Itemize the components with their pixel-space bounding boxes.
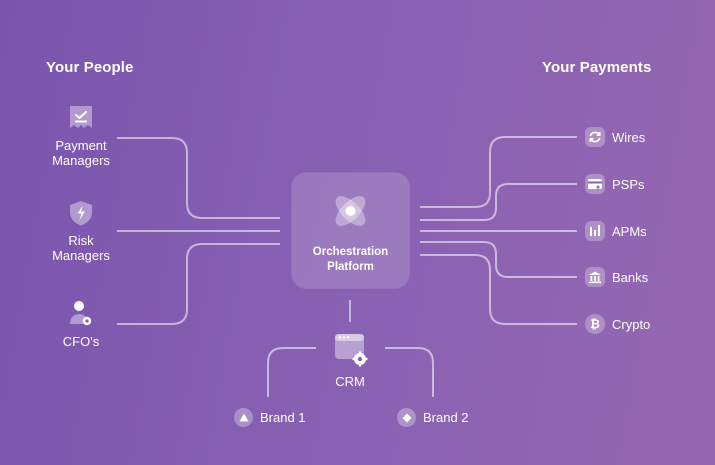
- shield-bolt-icon: [68, 199, 94, 227]
- brand-2: Brand 2: [397, 408, 469, 427]
- payment-banks: Banks: [585, 267, 648, 287]
- heading-your-payments: Your Payments: [542, 59, 652, 76]
- person-label: Payment Managers: [52, 138, 110, 168]
- bitcoin-icon: ₿: [585, 314, 605, 334]
- refresh-icon: [585, 127, 605, 147]
- person-label: Risk Managers: [52, 233, 110, 263]
- center-label: Orchestration Platform: [312, 246, 389, 273]
- card-icon: [585, 174, 605, 194]
- orchestration-platform-node: Orchestration Platform: [292, 173, 409, 288]
- brand-1: Brand 1: [234, 408, 306, 427]
- connector-crm-brand2: [385, 347, 434, 397]
- browser-gear-icon: [334, 333, 368, 372]
- connector-crypto: [420, 254, 577, 325]
- person-label: CFO's: [62, 334, 100, 349]
- bars-icon: [585, 221, 605, 241]
- payment-label: Wires: [612, 129, 646, 145]
- person-cfos: CFO's: [36, 300, 126, 349]
- payment-label: Crypto: [612, 316, 651, 332]
- payment-label: Banks: [612, 269, 649, 285]
- heading-your-people: Your People: [46, 59, 134, 76]
- bank-icon: [585, 267, 605, 287]
- brand-label: Brand 1: [260, 410, 306, 425]
- connector-cfos: [117, 243, 280, 325]
- triangle-icon: [234, 408, 253, 427]
- atom-icon: [330, 192, 371, 235]
- payment-label: PSPs: [612, 176, 645, 192]
- person-risk-managers: Risk Managers: [36, 199, 126, 263]
- receipt-check-icon: [68, 104, 94, 132]
- brand-label: Brand 2: [423, 410, 469, 425]
- connector-banks: [420, 241, 577, 278]
- payment-psps: PSPs: [585, 174, 645, 194]
- person-payment-managers: Payment Managers: [36, 104, 126, 168]
- payment-wires: Wires: [585, 127, 645, 147]
- connector-psps: [420, 183, 577, 221]
- payment-apms: APMs: [585, 221, 647, 241]
- connector-payment-managers: [117, 137, 280, 219]
- connector-crm-brand1: [267, 347, 316, 397]
- diamond-icon: [397, 408, 416, 427]
- connector-wires: [420, 136, 577, 208]
- payment-crypto: ₿ Crypto: [585, 314, 650, 334]
- crm-label: CRM: [335, 374, 365, 389]
- payment-label: APMs: [612, 223, 647, 239]
- user-gear-icon: [68, 300, 94, 328]
